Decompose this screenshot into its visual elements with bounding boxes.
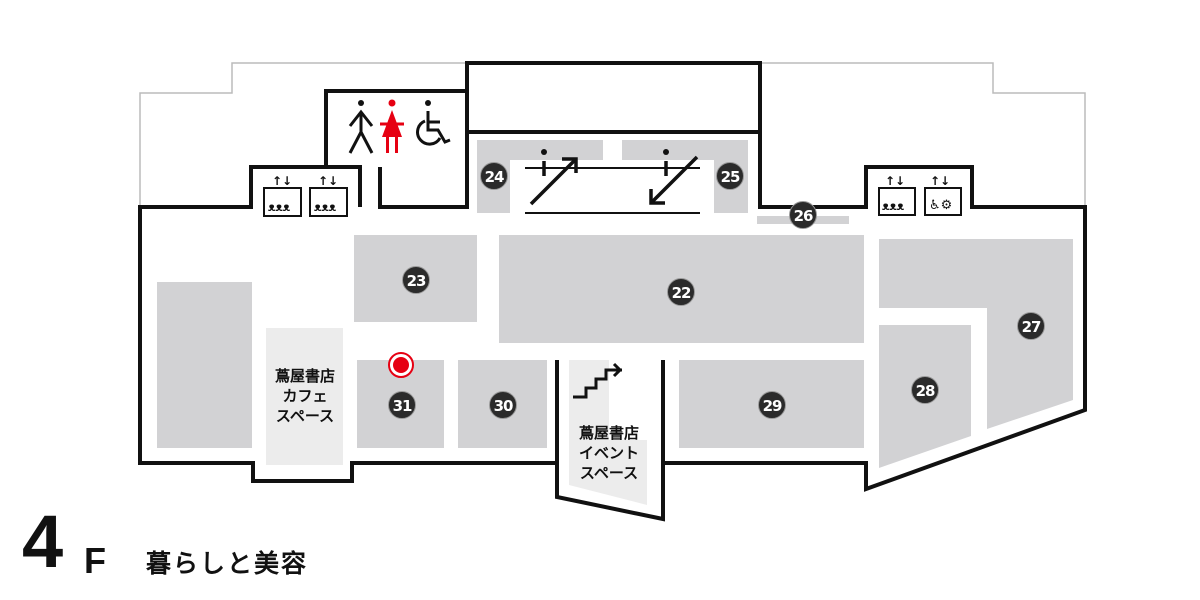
cafe-space-label[interactable]: 蔦屋書店 カフェ スペース [262,366,348,426]
shop-badge-27[interactable]: 27 [1017,312,1045,340]
floor-theme: 暮らしと美容 [146,549,309,578]
outer-wall [138,61,1087,522]
shop-badge-28[interactable]: 28 [911,376,939,404]
shop-badge-30[interactable]: 30 [489,391,517,419]
shop-badge-23[interactable]: 23 [402,266,430,294]
building-outline [139,62,467,207]
cafe-space[interactable] [266,328,343,465]
shop-badge-25[interactable]: 25 [716,162,744,190]
floor-number: 4 [22,500,64,583]
event-space-label[interactable]: 蔦屋書店 イベント スペース [566,423,652,483]
accessible-elevator-icon: ↑↓ ♿⚙ [924,174,962,216]
svg-text:↑↓: ↑↓ [930,174,950,188]
cafe-label-line: スペース [275,407,335,425]
event-label-line: スペース [579,464,639,482]
svg-text:ᴥᴥᴥ: ᴥᴥᴥ [882,199,905,213]
svg-text:↑↓: ↑↓ [272,174,292,188]
accessible-toilet-icon [416,100,451,146]
shop-badge-24[interactable]: 24 [480,162,508,190]
escalator-up-icon [529,149,578,206]
event-label-line: イベント [578,444,639,462]
male-toilet-icon [348,100,374,154]
elevator-icon: ↑↓ ᴥᴥᴥ [263,174,302,217]
svg-text:↑↓: ↑↓ [885,174,905,188]
event-label-line: 蔦屋書店 [578,424,639,442]
floor-suffix: F [84,540,106,581]
building-outline [760,62,1086,207]
shop-27[interactable] [879,239,1073,429]
svg-text:ᴥᴥᴥ: ᴥᴥᴥ [314,200,337,214]
svg-text:ᴥᴥᴥ: ᴥᴥᴥ [268,200,291,214]
svg-text:↑↓: ↑↓ [318,174,338,188]
female-toilet-icon [380,99,404,153]
cafe-label-line: カフェ [282,387,328,405]
shop-badge-31[interactable]: 31 [388,391,416,419]
shop-badge-26[interactable]: 26 [789,201,817,229]
cafe-label-line: 蔦屋書店 [274,367,335,385]
elevator-icon: ↑↓ ᴥᴥᴥ [309,174,348,217]
escalator-down-icon [649,149,699,205]
svg-text:♿⚙: ♿⚙ [929,198,952,213]
current-location-marker [388,352,414,378]
shop-unnumbered[interactable] [157,282,252,448]
shop-badge-22[interactable]: 22 [667,278,695,306]
shop-badge-29[interactable]: 29 [758,391,786,419]
stairs-up-icon [573,362,623,399]
toilet-wall [324,89,467,167]
event-space[interactable] [569,360,647,505]
elevator-icon: ↑↓ ᴥᴥᴥ [878,174,916,216]
shop-25[interactable] [622,140,748,213]
